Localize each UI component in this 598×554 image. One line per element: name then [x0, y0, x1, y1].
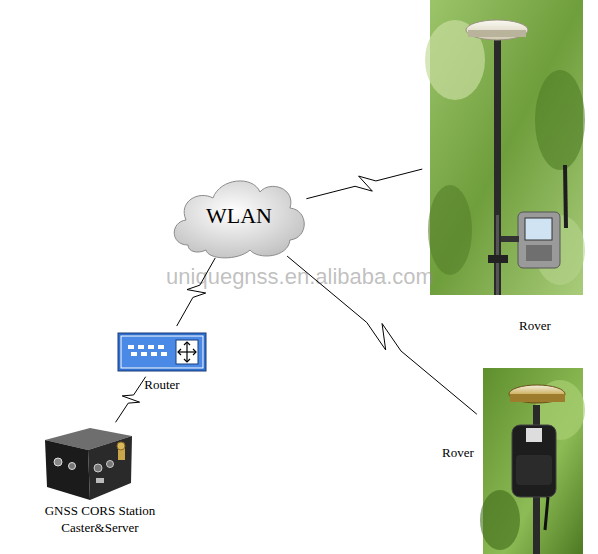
device-label: Rover — [433, 444, 483, 461]
device-label: GNSS CORS Station Caster&Server — [30, 502, 170, 536]
device-node: Rover — [483, 368, 583, 554]
watermark: uniquegnss.en.alibaba.com — [140, 264, 460, 290]
device-label: Router — [118, 376, 206, 393]
rover-photo — [480, 368, 585, 554]
wireless-link — [306, 169, 422, 199]
wireless-link — [177, 258, 216, 326]
rover-photo — [425, 0, 585, 295]
router-icon — [118, 333, 206, 371]
wireless-link — [116, 377, 146, 423]
receiver-device — [45, 428, 132, 500]
device-node: Rover — [430, 0, 583, 295]
device-node: GNSS CORS Station Caster&Server — [45, 428, 131, 500]
device-node: Router — [118, 333, 206, 371]
network-name: WLAN — [168, 203, 310, 229]
device-label: Rover — [505, 317, 565, 334]
network-cloud: WLAN — [168, 170, 310, 262]
wireless-link — [287, 256, 477, 414]
